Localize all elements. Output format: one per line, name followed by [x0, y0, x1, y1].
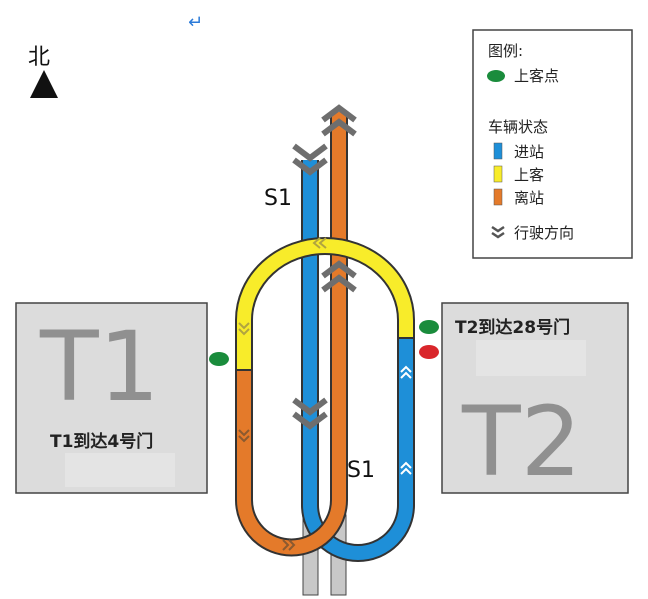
- terminal-t1-name: T1: [39, 311, 160, 423]
- terminal-t2: T2到达28号门 T2: [441, 302, 629, 498]
- boarding-point-t1: [209, 352, 229, 366]
- legend-swatch-outbound: [493, 188, 503, 206]
- legend-boarding-icon: [487, 70, 505, 82]
- terminal-t1-caption: T1到达4号门: [50, 431, 153, 452]
- legend: 图例: 上客点 车辆状态 进站 上客 离站 行驶方向: [472, 29, 633, 259]
- legend-status-outbound: 离站: [514, 189, 544, 207]
- legend-swatch-boarding: [493, 165, 503, 183]
- north-label: 北: [28, 45, 50, 70]
- t2-blurred-field: [476, 340, 586, 376]
- terminal-t2-caption: T2到达28号门: [455, 317, 570, 338]
- terminal-t1: T1 T1到达4号门: [15, 302, 208, 494]
- north-arrow-icon: [30, 70, 58, 98]
- legend-chevron-icon: [491, 225, 505, 239]
- t1-blurred-field: [65, 453, 175, 487]
- legend-title: 图例:: [488, 42, 523, 60]
- legend-boarding-label: 上客点: [514, 67, 559, 85]
- track-boarding: [235, 237, 415, 370]
- legend-direction-label: 行驶方向: [514, 224, 574, 242]
- legend-status-inbound: 进站: [514, 143, 544, 161]
- boarding-point-t2: [419, 320, 439, 334]
- legend-swatch-inbound: [493, 142, 503, 160]
- alight-point-t2: [419, 345, 439, 359]
- track-label-s1-top: S1: [264, 186, 292, 211]
- small-direction-chevron-icon: [238, 237, 327, 336]
- track-inbound: [301, 160, 415, 562]
- legend-status-title: 车辆状态: [488, 118, 548, 136]
- track-outbound: [235, 112, 348, 557]
- legend-status-boarding: 上客: [514, 166, 544, 184]
- terminal-t2-name: T2: [461, 386, 582, 498]
- track-label-s1-bottom: S1: [347, 458, 375, 483]
- direction-chevron-icon: [292, 104, 357, 430]
- return-glyph: ↵: [188, 12, 203, 33]
